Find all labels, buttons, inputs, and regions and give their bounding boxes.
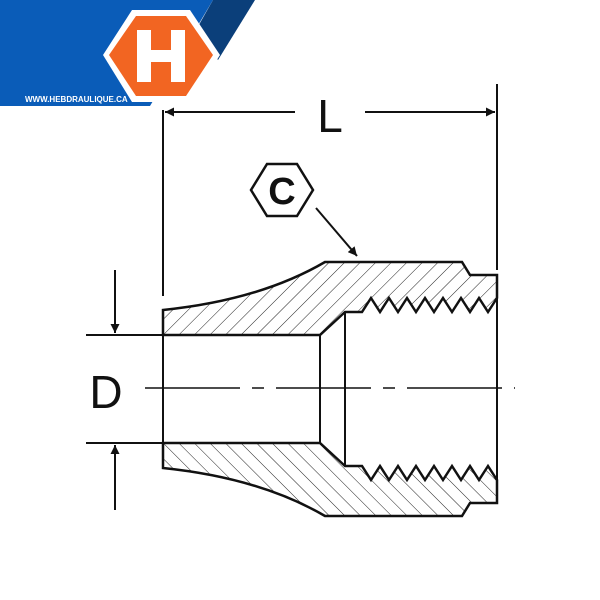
bore-lines [162,298,498,480]
logo-h-icon [137,30,185,82]
length-label: L [317,90,343,142]
diameter-dimension [86,270,163,510]
hexagon-icon [249,162,315,218]
diameter-label: D [89,366,122,418]
brand-banner: WWW.HEBDRAULIQUE.CA [0,0,255,106]
section-top-half [161,260,499,337]
hex-size-callout [249,162,358,257]
length-dimension [162,84,498,296]
section-bottom-half [161,441,499,518]
website-label: WWW.HEBDRAULIQUE.CA [25,95,128,104]
hex-label: C [268,171,295,213]
